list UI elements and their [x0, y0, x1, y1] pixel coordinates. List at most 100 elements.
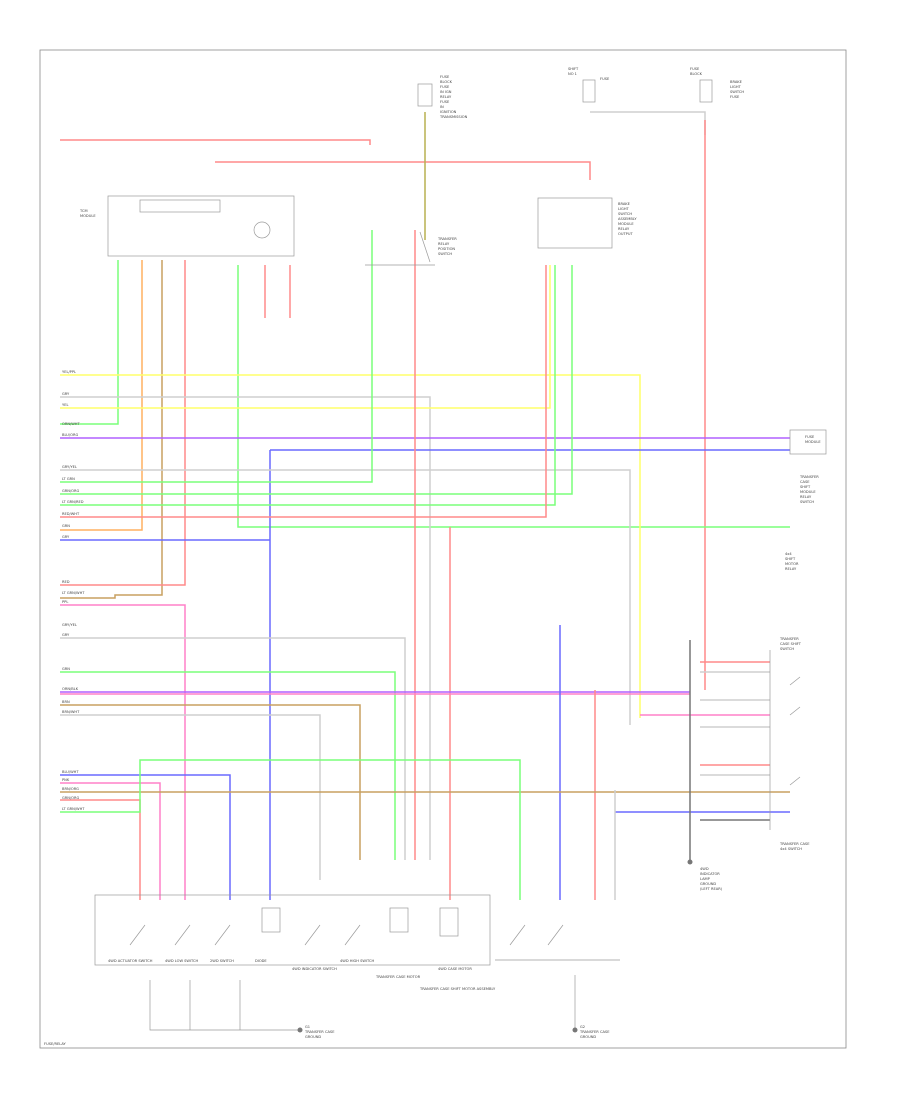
wire-label: GRN/ORG	[62, 796, 80, 800]
connector-top	[789, 429, 827, 455]
switch-contact-2	[789, 706, 801, 716]
bus-green-4	[60, 265, 556, 506]
transfer-relay-label: TRANSFER RELAY POSITION SWITCH	[437, 237, 458, 256]
fuse-right-symbol	[699, 79, 713, 103]
transfer-relay-contact	[365, 231, 435, 266]
fuse-left-label: FUSE BLOCK FUSE IN IGN RELAY FUSE IN IGN…	[439, 75, 468, 119]
bus-green-5	[60, 671, 396, 860]
bus-green-3	[60, 265, 573, 495]
wire-label: RED	[62, 580, 70, 584]
ground-right-bottom-dot	[572, 1027, 578, 1033]
fuse-right: FUSE BLOCK BRAKE LIGHT SWITCH FUSE	[690, 67, 744, 103]
diode-symbol	[261, 907, 281, 933]
component-label: DIODE	[255, 959, 267, 963]
bus-pink-3	[60, 782, 161, 900]
wire-label: LT GRN/WHT	[62, 807, 85, 811]
wire-label: GRY	[62, 633, 70, 637]
wire-red-mid	[215, 161, 591, 180]
ground-left-label: G1 TRANSFER CASE GROUND	[304, 1025, 336, 1039]
fuse-mid: SHIFT NO 1 FUSE	[568, 67, 610, 103]
brake-block-label: 4x4 SHIFT MOTOR RELAY	[785, 552, 800, 571]
fuse-mid-label: SHIFT NO 1 FUSE	[568, 67, 610, 81]
wire-label: GRY	[62, 535, 70, 539]
component-label: 4WD LOW SWITCH	[165, 959, 199, 963]
wire-label: GRN	[62, 667, 70, 671]
ground-run-left	[149, 980, 300, 1031]
wire-red-top	[60, 139, 371, 145]
ground-right-label: 4WD INDICATOR LAMP GROUND (LEFT REAR)	[700, 867, 723, 891]
switch-bank-bottom-label: TRANSFER CASE 4x4 SWITCH	[779, 842, 811, 851]
ground-right-bottom-label: G2 TRANSFER CASE GROUND	[579, 1025, 611, 1039]
component-housing	[94, 894, 491, 966]
wire-label: BLU/WHT	[62, 770, 79, 774]
left-wire-labels: YEL/PPL GRY YEL ORN/WHT BLU/ORG GRY/YEL …	[62, 370, 85, 811]
wire-label: GRN/ORG	[62, 489, 80, 493]
tcm-module-inner	[139, 199, 221, 213]
wire-label: ORN/BLK	[62, 687, 79, 691]
wire-label: GRN	[62, 524, 70, 528]
wire-green-a	[60, 260, 119, 425]
component-label: 2WD SWITCH	[210, 959, 234, 963]
brake-module-label: BRAKE LIGHT SWITCH ASSEMBLY MODULE RELAY…	[618, 202, 638, 236]
transfer-relay: TRANSFER RELAY POSITION SWITCH	[365, 231, 458, 266]
component-label: TRANSFER CASE SHIFT MOTOR ASSEMBLY	[419, 987, 496, 991]
switch-contact-1	[789, 676, 801, 686]
ground-left-dot	[297, 1027, 303, 1033]
wire-label: BLU/ORG	[62, 433, 78, 437]
right-side: FUSE MODULE TRANSFER CASE SHIFT MODULE R…	[687, 429, 827, 891]
bus-red-4	[60, 799, 141, 900]
bus-yellow-1	[60, 374, 641, 718]
component-label: 4WD ACTUATOR SWITCH	[108, 959, 153, 963]
motor-symbol	[389, 907, 409, 933]
fuse-mid-symbol	[582, 79, 596, 103]
switch-contact-3	[789, 776, 801, 786]
tcm-module-coil	[253, 221, 271, 239]
bus-gray-3	[60, 637, 406, 860]
wire-label: BRN	[62, 700, 70, 704]
brake-module-box	[537, 197, 613, 249]
ground-right-dot	[687, 859, 693, 865]
wire-label: ORN/WHT	[62, 422, 80, 426]
brake-module: BRAKE LIGHT SWITCH ASSEMBLY MODULE RELAY…	[537, 197, 638, 249]
component-label: 4WD HIGH SWITCH	[340, 959, 375, 963]
bus-green-2	[60, 230, 373, 483]
wire-label: RED/WHT	[62, 512, 80, 516]
wire-green-b	[237, 265, 790, 528]
bus-gray-1	[60, 396, 431, 860]
bus-gray-2	[60, 469, 631, 725]
wire-label: YEL/PPL	[62, 370, 76, 374]
component-label: 4WD CASE MOTOR	[438, 967, 472, 971]
tcm-module-label: TCM MODULE	[79, 209, 96, 218]
wire-label: LT GRN	[62, 477, 75, 481]
wire-label: PNK	[62, 778, 70, 782]
transfer-block-label: TRANSFER CASE SHIFT MODULE RELAY SWITCH	[799, 475, 820, 504]
connector-top-label: FUSE MODULE	[805, 435, 821, 444]
fuse-left-symbol	[417, 83, 433, 107]
diagram-frame	[39, 49, 847, 1049]
wire-label: LT GRN/WHT	[62, 591, 85, 595]
wire-tan-a	[60, 260, 163, 599]
wire-label: PPL	[62, 600, 68, 604]
wire-runs	[60, 111, 790, 900]
tcm-module: TCM MODULE	[79, 195, 295, 257]
fuse-left: FUSE BLOCK FUSE IN IGN RELAY FUSE IN IGN…	[417, 75, 468, 119]
wire-label: BRN/WHT	[62, 710, 80, 714]
bus-red-2	[60, 265, 547, 518]
bus-gray-4	[60, 714, 321, 880]
wire-label: BRN/ORG	[62, 787, 79, 791]
switch-bank-top-label: TRANSFER CASE SHIFT SWITCH	[779, 637, 802, 651]
bus-yellow-2	[60, 265, 551, 409]
bus-blue-4	[60, 774, 231, 900]
wire-label: LT GRN/RED	[62, 500, 84, 504]
wire-gray-top	[590, 111, 706, 135]
wire-label: YEL	[62, 403, 68, 407]
wire-label: GRY	[62, 392, 70, 396]
wire-orange-a	[60, 260, 143, 531]
bottom-components: 4WD ACTUATOR SWITCH 4WD LOW SWITCH 2WD S…	[94, 894, 620, 1039]
wire-label: GRY/YEL	[62, 623, 77, 627]
component-label: 4WD INDICATOR SWITCH	[292, 967, 337, 971]
switch-symbol	[129, 924, 564, 946]
wire-red-a	[60, 260, 186, 586]
bus-pink-1	[60, 604, 186, 900]
